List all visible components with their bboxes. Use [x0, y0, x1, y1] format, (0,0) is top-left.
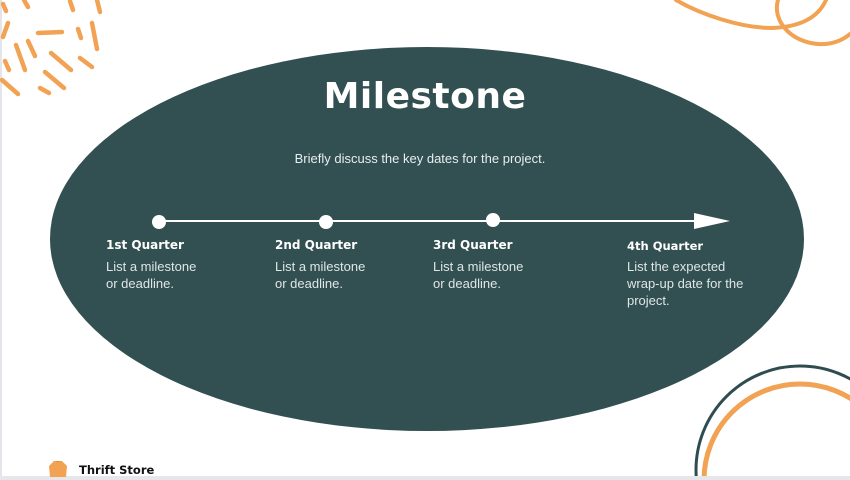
quarter-4-line-2: wrap-up date for the [627, 276, 744, 291]
quarter-2-line-2: or deadline. [275, 276, 343, 291]
quarter-4-line-3: project. [627, 293, 670, 308]
quarter-1-line-1: List a milestone [106, 259, 197, 274]
quarter-1-line-2: or deadline. [106, 276, 174, 291]
content-ellipse-background [50, 47, 804, 431]
orange-loop-decoration [674, 0, 850, 47]
quarter-4-body: List the expected wrap-up date for the p… [627, 258, 787, 309]
quarter-3-line-2: or deadline. [433, 276, 501, 291]
quarter-3-line-1: List a milestone [433, 259, 524, 274]
quarter-4-line-1: List the expected [627, 259, 726, 274]
quarter-2-heading: 2nd Quarter [275, 238, 358, 252]
quarter-3-heading: 3rd Quarter [433, 238, 513, 252]
orange-dashes-decoration [0, 0, 103, 97]
brand-label: Thrift Store [79, 463, 155, 477]
quarter-3-body: List a milestone or deadline. [433, 258, 583, 292]
slide-bottom-border [0, 476, 850, 480]
quarter-4-heading: 4th Quarter [627, 239, 704, 253]
sweater-icon [49, 461, 67, 477]
quarter-1-body: List a milestone or deadline. [106, 258, 256, 292]
quarter-1-heading: 1st Quarter [106, 238, 184, 252]
quarter-2-line-1: List a milestone [275, 259, 366, 274]
quarter-2-body: List a milestone or deadline. [275, 258, 425, 292]
slide-subtitle: Briefly discuss the key dates for the pr… [294, 151, 546, 166]
slide-left-border [0, 0, 2, 480]
slide-title: Milestone [323, 76, 527, 117]
